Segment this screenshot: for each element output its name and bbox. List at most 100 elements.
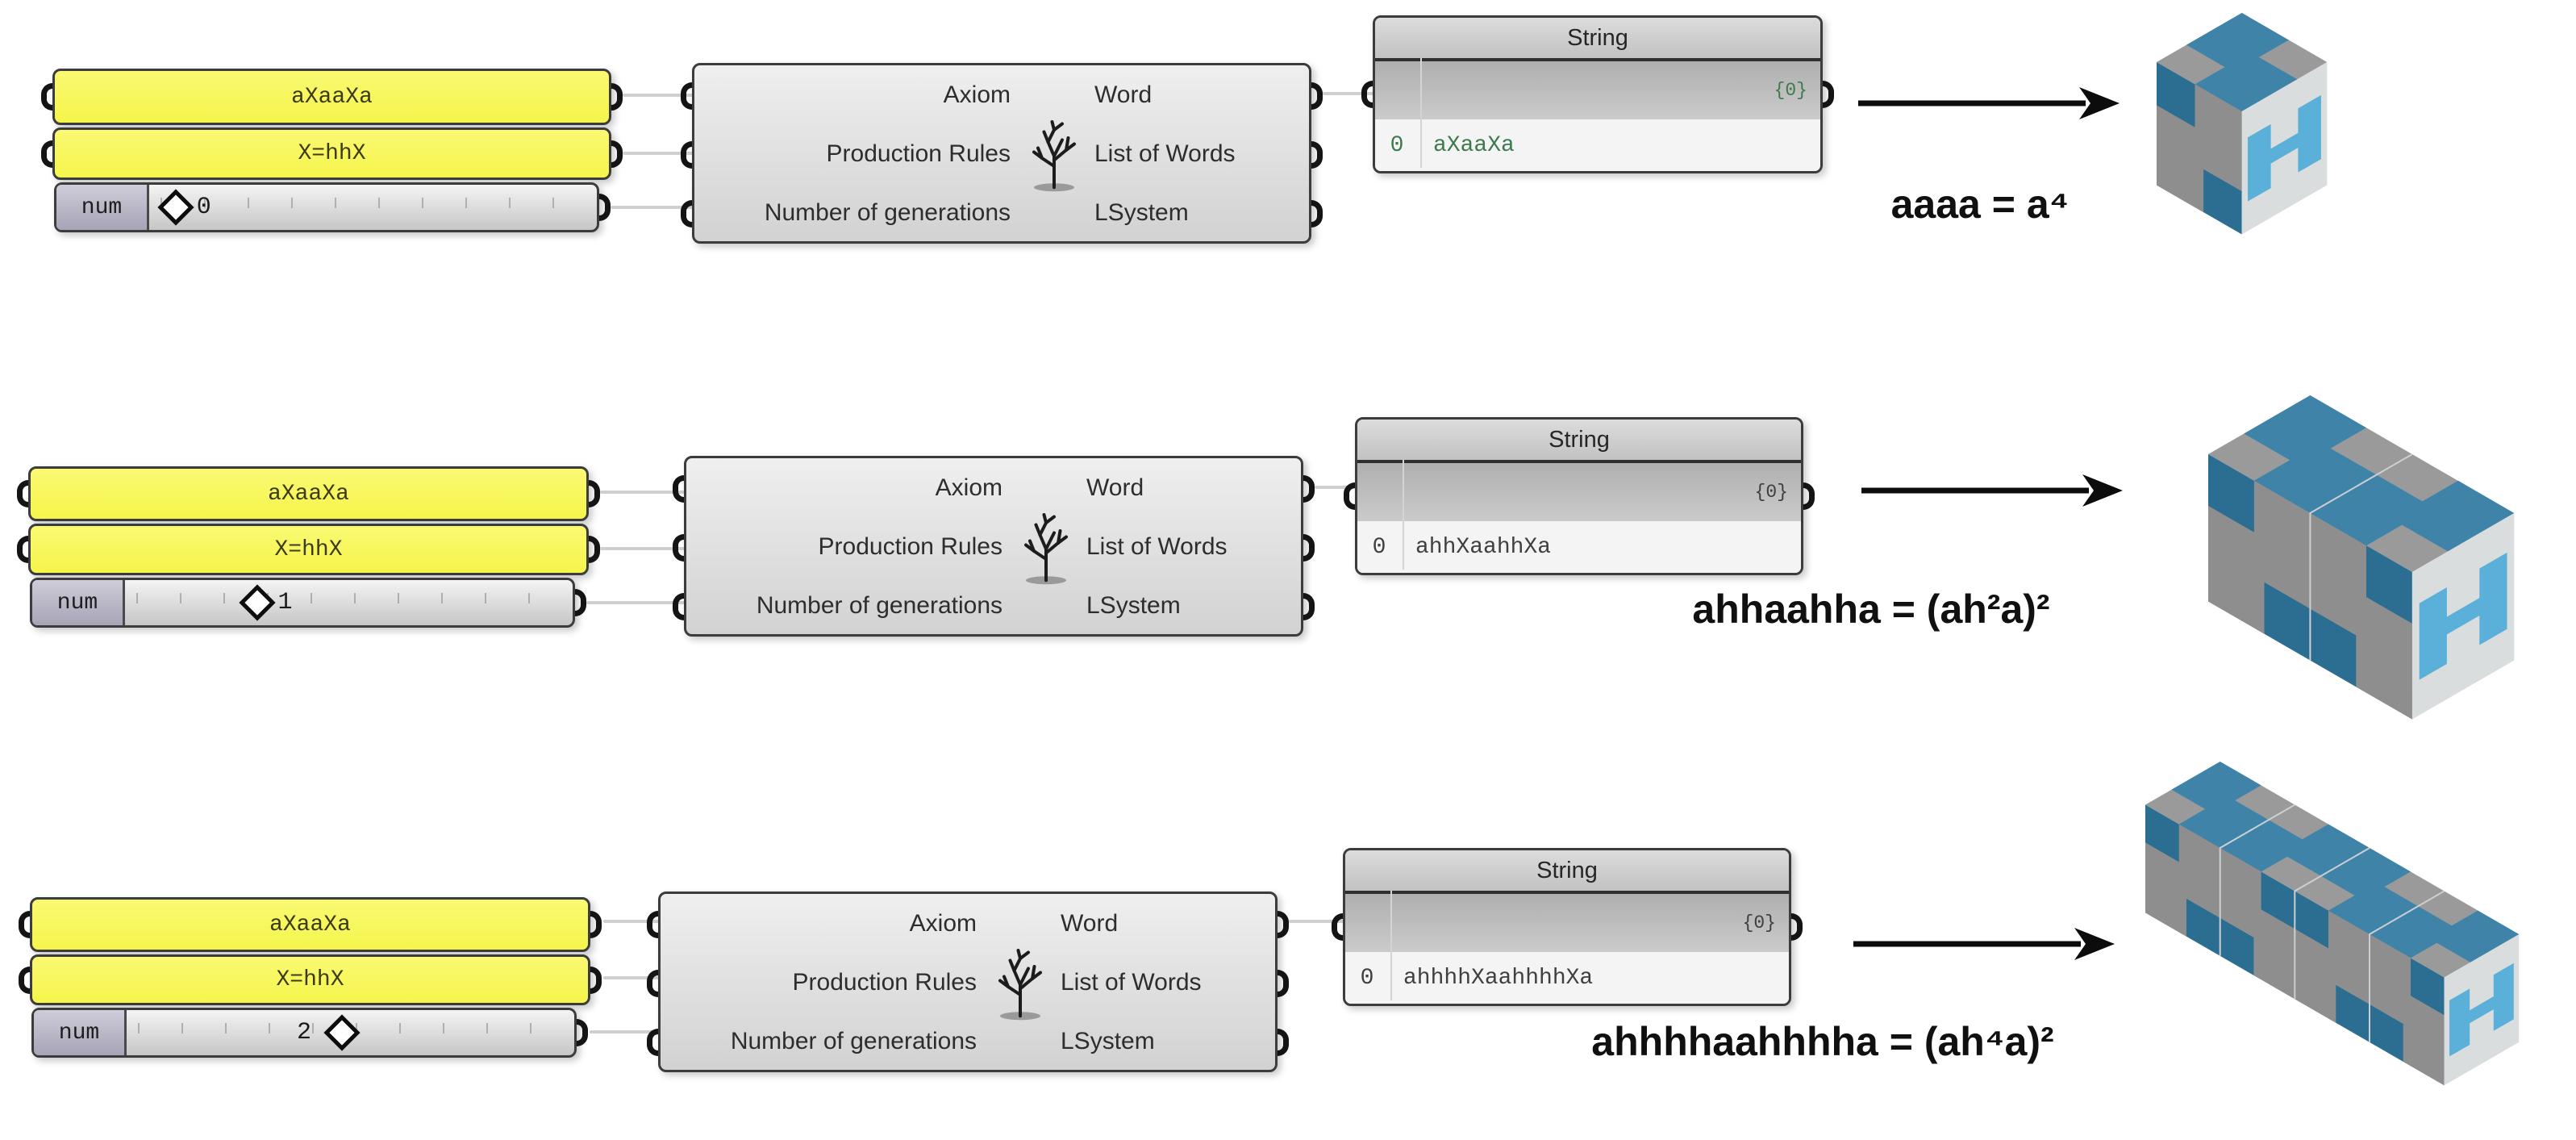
input-label-generations: Number of generations — [730, 1027, 977, 1054]
output-label-listofwords: List of Words — [1061, 968, 1202, 996]
string-panel[interactable]: String {0} 0 ahhhhXaahhhhXa — [1332, 848, 1803, 1006]
input-connector-rules[interactable] — [647, 970, 658, 997]
slider-track[interactable]: 0 — [149, 185, 589, 230]
output-label-word: Word — [1086, 474, 1144, 501]
input-connector-generations[interactable] — [647, 1029, 658, 1056]
string-input-connector[interactable] — [1332, 913, 1343, 941]
output-connector-listofwords[interactable] — [1278, 970, 1289, 997]
number-slider[interactable]: num 2 — [31, 1008, 588, 1058]
input-label-generations: Number of generations — [764, 198, 1011, 226]
input-label-axiom: Axiom — [935, 474, 1002, 501]
rules-panel[interactable]: X=hhX — [19, 954, 602, 1005]
isometric-cube-illustration — [2144, 760, 2520, 1091]
panel-input-connector[interactable] — [19, 911, 30, 938]
wire-word-to-string[interactable] — [1323, 92, 1374, 95]
wire-axiom[interactable] — [623, 94, 694, 97]
wire-axiom[interactable] — [603, 920, 660, 923]
slider-output-connector[interactable] — [575, 589, 586, 616]
index-divider — [1403, 460, 1404, 570]
string-panel-title: String — [1345, 850, 1789, 894]
wire-generations[interactable] — [611, 206, 694, 209]
data-path-badge: {0} — [1754, 482, 1788, 503]
panel-output-connector[interactable] — [611, 140, 623, 168]
output-label-lsystem: LSystem — [1061, 1027, 1155, 1054]
slider-name: num — [56, 185, 149, 230]
output-connector-lsystem[interactable] — [1278, 1029, 1289, 1056]
axiom-panel[interactable]: aXaaXa — [41, 69, 623, 125]
item-value: ahhXaahhXa — [1415, 534, 1552, 560]
rules-text: X=hhX — [274, 537, 343, 562]
wire-generations[interactable] — [586, 601, 686, 604]
number-slider[interactable]: num 0 — [54, 182, 611, 232]
arrow-icon — [1861, 474, 2123, 507]
string-output-connector[interactable] — [1823, 81, 1834, 108]
input-connector-axiom[interactable] — [673, 475, 684, 503]
axiom-panel[interactable]: aXaaXa — [19, 897, 602, 952]
string-panel[interactable]: String {0} 0 ahhXaahhXa — [1344, 417, 1815, 575]
slider-name: num — [32, 580, 125, 625]
slider-grip-icon[interactable] — [323, 1014, 361, 1051]
output-connector-lsystem[interactable] — [1303, 593, 1315, 620]
panel-input-connector[interactable] — [17, 536, 28, 563]
string-panel-title: String — [1357, 420, 1801, 463]
output-connector-word[interactable] — [1311, 82, 1323, 110]
output-connector-lsystem[interactable] — [1311, 200, 1323, 228]
rules-panel[interactable]: X=hhX — [41, 127, 623, 180]
panel-output-connector[interactable] — [589, 536, 600, 563]
data-path-badge: {0} — [1774, 80, 1807, 101]
slider-value: 0 — [196, 194, 211, 221]
lsystem-component[interactable]: Axiom Word Production Rules List of Word… — [681, 63, 1323, 244]
input-connector-rules[interactable] — [681, 141, 692, 169]
output-connector-word[interactable] — [1278, 911, 1289, 938]
panel-output-connector[interactable] — [589, 480, 600, 507]
wire-rules[interactable] — [623, 152, 694, 155]
wire-axiom[interactable] — [600, 491, 686, 494]
string-panel-body: 0 ahhhhXaahhhhXa — [1345, 952, 1789, 1004]
string-panel[interactable]: String {0} 0 aXaaXa — [1361, 15, 1834, 173]
slider-ticks — [160, 198, 577, 208]
number-slider[interactable]: num 1 — [30, 578, 586, 628]
wire-rules[interactable] — [600, 547, 686, 550]
wire-rules[interactable] — [603, 976, 660, 979]
slider-output-connector[interactable] — [577, 1019, 588, 1046]
wire-word-to-string[interactable] — [1315, 486, 1357, 489]
output-connector-listofwords[interactable] — [1311, 141, 1323, 169]
slider-output-connector[interactable] — [599, 194, 611, 221]
input-connector-axiom[interactable] — [647, 911, 658, 938]
panel-output-connector[interactable] — [611, 83, 623, 111]
panel-input-connector[interactable] — [41, 140, 52, 168]
output-label-word: Word — [1094, 81, 1153, 108]
axiom-text: aXaaXa — [269, 912, 351, 937]
output-connector-listofwords[interactable] — [1303, 534, 1315, 562]
arrow-icon — [1858, 87, 2120, 119]
panel-input-connector[interactable] — [19, 966, 30, 994]
string-output-connector[interactable] — [1791, 913, 1803, 941]
axiom-panel[interactable]: aXaaXa — [17, 466, 600, 521]
input-connector-generations[interactable] — [673, 593, 684, 620]
wire-word-to-string[interactable] — [1289, 920, 1344, 923]
input-connector-generations[interactable] — [681, 200, 692, 228]
slider-track[interactable]: 1 — [125, 580, 565, 625]
lsystem-component[interactable]: Axiom Word Production Rules List of Word… — [673, 456, 1315, 637]
panel-input-connector[interactable] — [41, 83, 52, 111]
string-input-connector[interactable] — [1344, 482, 1355, 510]
panel-input-connector[interactable] — [17, 480, 28, 507]
input-label-generations: Number of generations — [756, 591, 1002, 619]
rules-panel[interactable]: X=hhX — [17, 524, 600, 575]
isometric-cube-illustration — [2207, 394, 2516, 725]
input-connector-rules[interactable] — [673, 534, 684, 562]
slider-track[interactable]: 2 — [127, 1010, 566, 1055]
string-output-connector[interactable] — [1803, 482, 1815, 510]
index-divider — [1390, 891, 1392, 1000]
string-panel-path-band: {0} — [1357, 463, 1801, 521]
axiom-text: aXaaXa — [291, 84, 373, 110]
input-connector-axiom[interactable] — [681, 82, 692, 110]
lsystem-component[interactable]: Axiom Word Production Rules List of Word… — [647, 892, 1289, 1072]
string-input-connector[interactable] — [1361, 81, 1373, 108]
output-connector-word[interactable] — [1303, 475, 1315, 503]
item-value: aXaaXa — [1433, 132, 1515, 158]
panel-output-connector[interactable] — [590, 911, 602, 938]
input-label-axiom: Axiom — [909, 909, 977, 937]
panel-output-connector[interactable] — [590, 966, 602, 994]
wire-generations[interactable] — [590, 1030, 660, 1034]
